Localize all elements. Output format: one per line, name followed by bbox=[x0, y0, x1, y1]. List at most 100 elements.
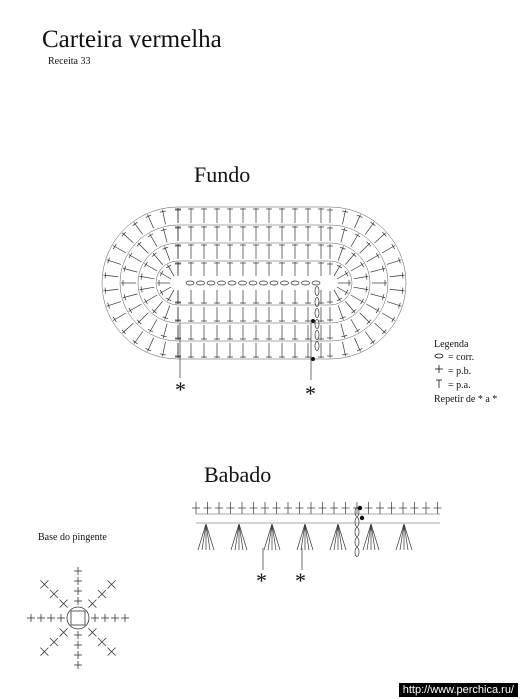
repeat-asterisk: * bbox=[295, 568, 306, 593]
fundo-radial-bar bbox=[136, 241, 142, 247]
fundo-radial-stitch bbox=[345, 252, 356, 265]
pingente-center-square bbox=[70, 610, 86, 626]
babado-fan-stitch bbox=[304, 523, 314, 551]
fundo-radial-stitch bbox=[128, 254, 142, 263]
babado-fan-stitch bbox=[362, 523, 372, 551]
fundo-chain-stitch bbox=[269, 280, 279, 286]
fundo-radial-bar bbox=[391, 243, 396, 250]
fundo-radial-bar bbox=[342, 353, 349, 356]
fundo-radial-stitch bbox=[133, 222, 144, 235]
fundo-radial-bar bbox=[144, 298, 148, 305]
fundo-radial-stitch bbox=[149, 233, 158, 247]
babado-fan-stitch bbox=[267, 523, 273, 551]
fundo-radial-stitch bbox=[350, 233, 359, 247]
fundo-radial-stitch bbox=[139, 286, 155, 291]
fundo-radial-bar bbox=[104, 272, 107, 279]
fundo-radial-bar bbox=[356, 348, 363, 352]
fundo-chain-stitch bbox=[248, 280, 258, 286]
fundo-radial-bar bbox=[365, 286, 368, 293]
fundo-radial-bar bbox=[123, 265, 126, 272]
fundo-radial-stitch bbox=[149, 319, 158, 333]
pingente-diag-stitch bbox=[97, 589, 107, 599]
fundo-radial-bar bbox=[165, 297, 172, 302]
legend-item-half-double: = p.a. bbox=[434, 378, 497, 393]
watermark: http://www.perchica.ru/ bbox=[398, 683, 518, 697]
fundo-turning-chain bbox=[314, 341, 320, 351]
repeat-asterisk: * bbox=[175, 377, 186, 402]
babado-fan-stitch bbox=[395, 523, 405, 551]
fundo-radial-bar bbox=[145, 214, 152, 218]
babado-turning-chain bbox=[354, 507, 360, 517]
fundo-radial-bar bbox=[351, 309, 357, 314]
fundo-radial-bar bbox=[147, 328, 154, 333]
fundo-radial-bar bbox=[107, 257, 110, 264]
fundo-radial-bar bbox=[165, 264, 172, 269]
fundo-join-dot bbox=[311, 319, 315, 323]
fundo-radial-stitch bbox=[340, 227, 346, 243]
fundo-radial-bar bbox=[381, 329, 387, 335]
fundo-radial-bar bbox=[162, 316, 169, 320]
fundo-radial-bar bbox=[381, 231, 387, 237]
fundo-chain-stitch bbox=[185, 280, 195, 286]
fundo-radial-stitch bbox=[147, 214, 154, 229]
fundo-radial-bar bbox=[107, 302, 110, 309]
fundo-round bbox=[101, 206, 407, 360]
fundo-radial-stitch bbox=[106, 259, 122, 265]
fundo-radial-bar bbox=[336, 297, 343, 302]
fundo-radial-bar bbox=[391, 316, 396, 323]
babado-fan-stitch bbox=[205, 523, 211, 551]
babado-fan-stitch bbox=[370, 523, 376, 551]
fundo-radial-stitch bbox=[350, 319, 359, 333]
babado-fan-stitch bbox=[238, 523, 248, 551]
fundo-round bbox=[155, 260, 353, 306]
fundo-turning-chain bbox=[314, 330, 320, 340]
babado-fan-stitch bbox=[329, 523, 339, 551]
fundo-radial-bar bbox=[360, 298, 364, 305]
legend: Legenda = corr. = p.b. = p.a. Repetir de… bbox=[434, 338, 497, 406]
fundo-radial-stitch bbox=[374, 322, 386, 334]
fundo-turning-chain bbox=[314, 308, 320, 318]
fundo-radial-bar bbox=[160, 228, 167, 231]
pingente-center-ring bbox=[66, 606, 90, 630]
fundo-radial-stitch bbox=[342, 209, 346, 225]
fundo-radial-stitch bbox=[122, 232, 134, 244]
fundo-radial-bar bbox=[339, 316, 346, 320]
fundo-chain-stitch bbox=[217, 280, 226, 286]
fundo-radial-bar bbox=[147, 233, 154, 238]
babado-turning-chain bbox=[354, 517, 360, 527]
fundo-radial-stitch bbox=[359, 312, 371, 324]
fundo-radial-bar bbox=[401, 272, 404, 279]
fundo-radial-stitch bbox=[366, 303, 380, 312]
fundo-radial-bar bbox=[382, 265, 385, 272]
repeat-asterisk: * bbox=[256, 568, 267, 593]
babado-fan-stitch bbox=[333, 523, 339, 551]
fundo-radial-bar bbox=[123, 294, 126, 301]
fundo-radial-bar bbox=[151, 252, 157, 257]
fundo-radial-stitch bbox=[164, 305, 171, 320]
legend-text-chain: = corr. bbox=[448, 352, 475, 363]
fundo-radial-bar bbox=[144, 261, 148, 268]
fundo-chain-stitch bbox=[206, 280, 216, 286]
legend-text-half-double: = p.a. bbox=[448, 380, 471, 391]
fundo-radial-stitch bbox=[386, 259, 402, 265]
fundo-radial-bar bbox=[341, 228, 348, 231]
fundo-radial-stitch bbox=[345, 301, 356, 314]
fundo-radial-stitch bbox=[381, 245, 396, 254]
babado-fan-stitch bbox=[230, 523, 240, 551]
fundo-radial-bar bbox=[132, 340, 138, 345]
fundo-radial-stitch bbox=[359, 242, 371, 254]
fundo-radial-bar bbox=[121, 329, 127, 335]
babado-fan-stitch bbox=[238, 523, 244, 551]
fundo-radial-stitch bbox=[122, 322, 134, 334]
fundo-radial-stitch bbox=[386, 301, 402, 307]
legend-repeat-note: Repetir de * a * bbox=[434, 394, 498, 405]
fundo-radial-stitch bbox=[137, 312, 149, 324]
babado-fan-stitch bbox=[403, 523, 413, 551]
pingente-diag-stitch bbox=[40, 580, 49, 589]
fundo-radial-bar bbox=[159, 210, 166, 213]
babado-join-dot bbox=[357, 505, 363, 511]
fundo-radial-stitch bbox=[340, 323, 346, 339]
fundo-chain-stitch bbox=[259, 280, 268, 286]
babado-fan-stitch bbox=[205, 523, 215, 551]
fundo-radial-bar bbox=[136, 319, 142, 325]
